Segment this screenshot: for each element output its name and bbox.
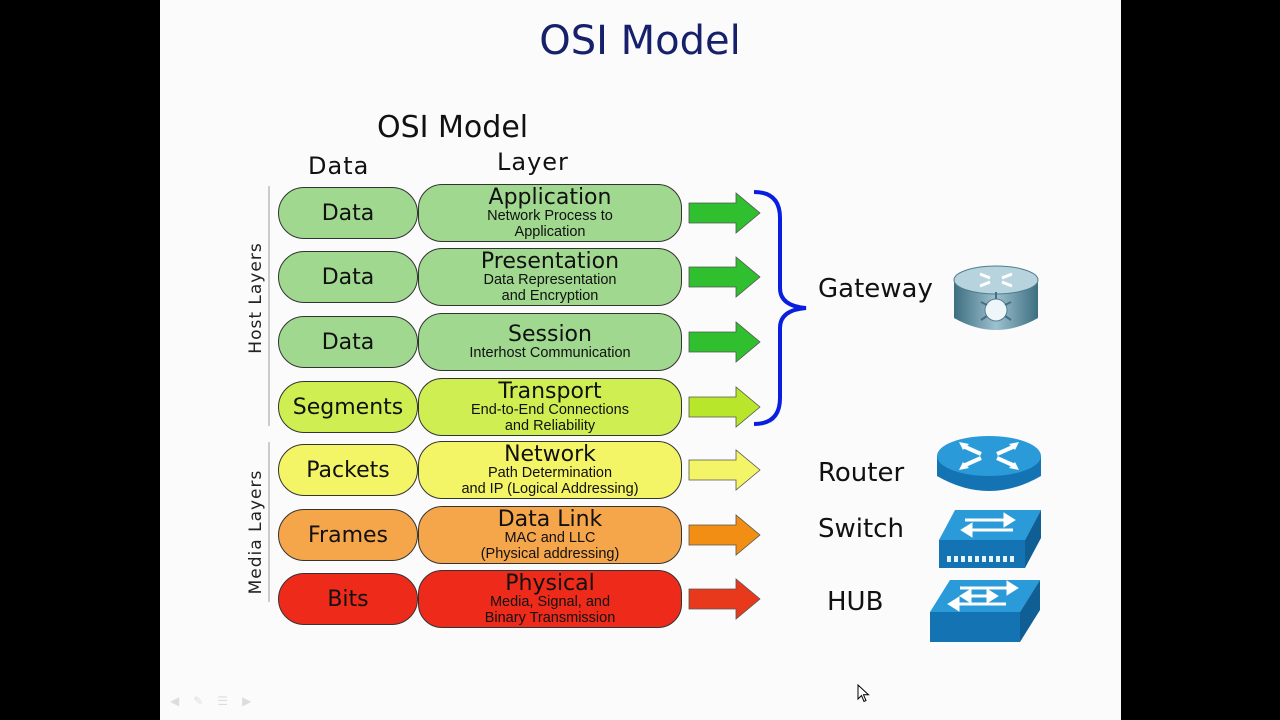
media-layers-divider xyxy=(268,442,270,602)
previous-slide-icon[interactable]: ◀ xyxy=(170,694,180,708)
slide-title: OSI Model xyxy=(539,18,741,64)
switch-icon xyxy=(939,510,1041,568)
data-unit-pill: Bits xyxy=(278,573,418,625)
layer-description-line2: and Reliability xyxy=(504,417,596,434)
layer-description-line1: Data Representation xyxy=(483,272,617,289)
layer-arrow-icon xyxy=(688,386,761,428)
data-unit-pill: Data xyxy=(278,187,418,239)
layer-description-line1: Interhost Communication xyxy=(469,344,631,361)
host-layers-divider xyxy=(268,186,270,426)
data-unit-pill: Frames xyxy=(278,509,418,561)
column-header-data: Data xyxy=(308,152,370,180)
pen-icon[interactable]: ✎ xyxy=(193,694,204,708)
layer-arrow-icon xyxy=(688,256,761,298)
layer-arrow-icon xyxy=(688,578,761,620)
gateway-bracket xyxy=(753,190,807,426)
switch-label: Switch xyxy=(818,514,904,544)
layer-name: Session xyxy=(508,321,592,347)
diagram-title: OSI Model xyxy=(377,110,529,145)
next-slide-icon[interactable]: ▶ xyxy=(242,694,252,708)
layer-description-line2: and IP (Logical Addressing) xyxy=(461,480,639,497)
layer-name: Presentation xyxy=(480,249,620,275)
data-unit-label: Segments xyxy=(292,394,404,420)
data-unit-label: Data xyxy=(321,200,375,226)
gateway-icon xyxy=(953,265,1039,330)
layer-description-line1: MAC and LLC xyxy=(504,530,596,547)
layer-name: Data Link xyxy=(497,507,603,533)
hub-icon xyxy=(930,580,1040,642)
mouse-cursor-icon xyxy=(857,684,870,703)
layer-description-line1: End-to-End Connections xyxy=(471,402,629,419)
data-unit-label: Frames xyxy=(307,522,388,548)
data-unit-pill: Data xyxy=(278,316,418,368)
layer-name: Network xyxy=(504,442,596,468)
layer-description-line2: and Encryption xyxy=(501,287,599,304)
layer-description-line1: Path Determination xyxy=(487,465,613,482)
menu-icon[interactable]: ☰ xyxy=(217,694,229,708)
layer-name: Application xyxy=(488,185,612,211)
layer-description-line1: Network Process to xyxy=(487,208,613,225)
layer-arrow-icon xyxy=(688,192,761,234)
media-layers-label: Media Layers xyxy=(246,469,266,595)
hub-label: HUB xyxy=(827,587,884,617)
layer-description-line2: Application xyxy=(514,223,586,240)
layer-arrow-icon xyxy=(688,449,761,491)
host-layers-label: Host Layers xyxy=(246,242,266,354)
slideshow-controls[interactable]: ◀ ✎ ☰ ▶ xyxy=(170,694,251,708)
data-unit-label: Packets xyxy=(306,457,390,483)
data-unit-pill: Packets xyxy=(278,444,418,496)
gateway-label: Gateway xyxy=(818,274,933,304)
data-unit-pill: Data xyxy=(278,251,418,303)
layer-description-line1: Media, Signal, and xyxy=(489,594,611,611)
layer-arrow-icon xyxy=(688,321,761,363)
layer-name: Transport xyxy=(498,379,602,405)
layer-description-line2: Binary Transmission xyxy=(484,609,616,626)
layer-name: Physical xyxy=(505,571,595,597)
data-unit-label: Bits xyxy=(327,586,369,612)
router-label: Router xyxy=(818,458,905,488)
column-header-layer: Layer xyxy=(497,148,569,176)
router-icon xyxy=(937,436,1041,491)
data-unit-label: Data xyxy=(321,329,375,355)
layer-description-line2: (Physical addressing) xyxy=(480,545,620,562)
data-unit-pill: Segments xyxy=(278,381,418,433)
data-unit-label: Data xyxy=(321,264,375,290)
layer-arrow-icon xyxy=(688,514,761,556)
